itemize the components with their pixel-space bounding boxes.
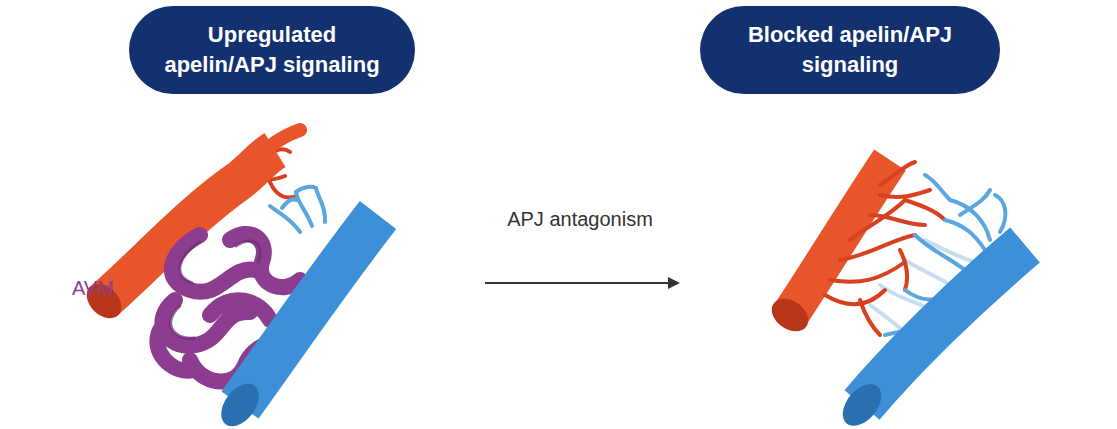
- heading-text: Blocked apelin/APJ signaling: [747, 20, 953, 80]
- heading-pill: Upregulated apelin/APJ signaling: [129, 6, 415, 94]
- heading-text: Upregulated apelin/APJ signaling: [164, 20, 381, 80]
- transition-label: APJ antagonism: [490, 206, 670, 232]
- avm-illustration: [80, 130, 378, 429]
- heading-pill: Blocked apelin/APJ signaling: [700, 6, 1000, 94]
- transition-arrow: [485, 277, 680, 289]
- avm-label: AVM: [72, 275, 142, 301]
- capillary-illustration: [766, 160, 1025, 429]
